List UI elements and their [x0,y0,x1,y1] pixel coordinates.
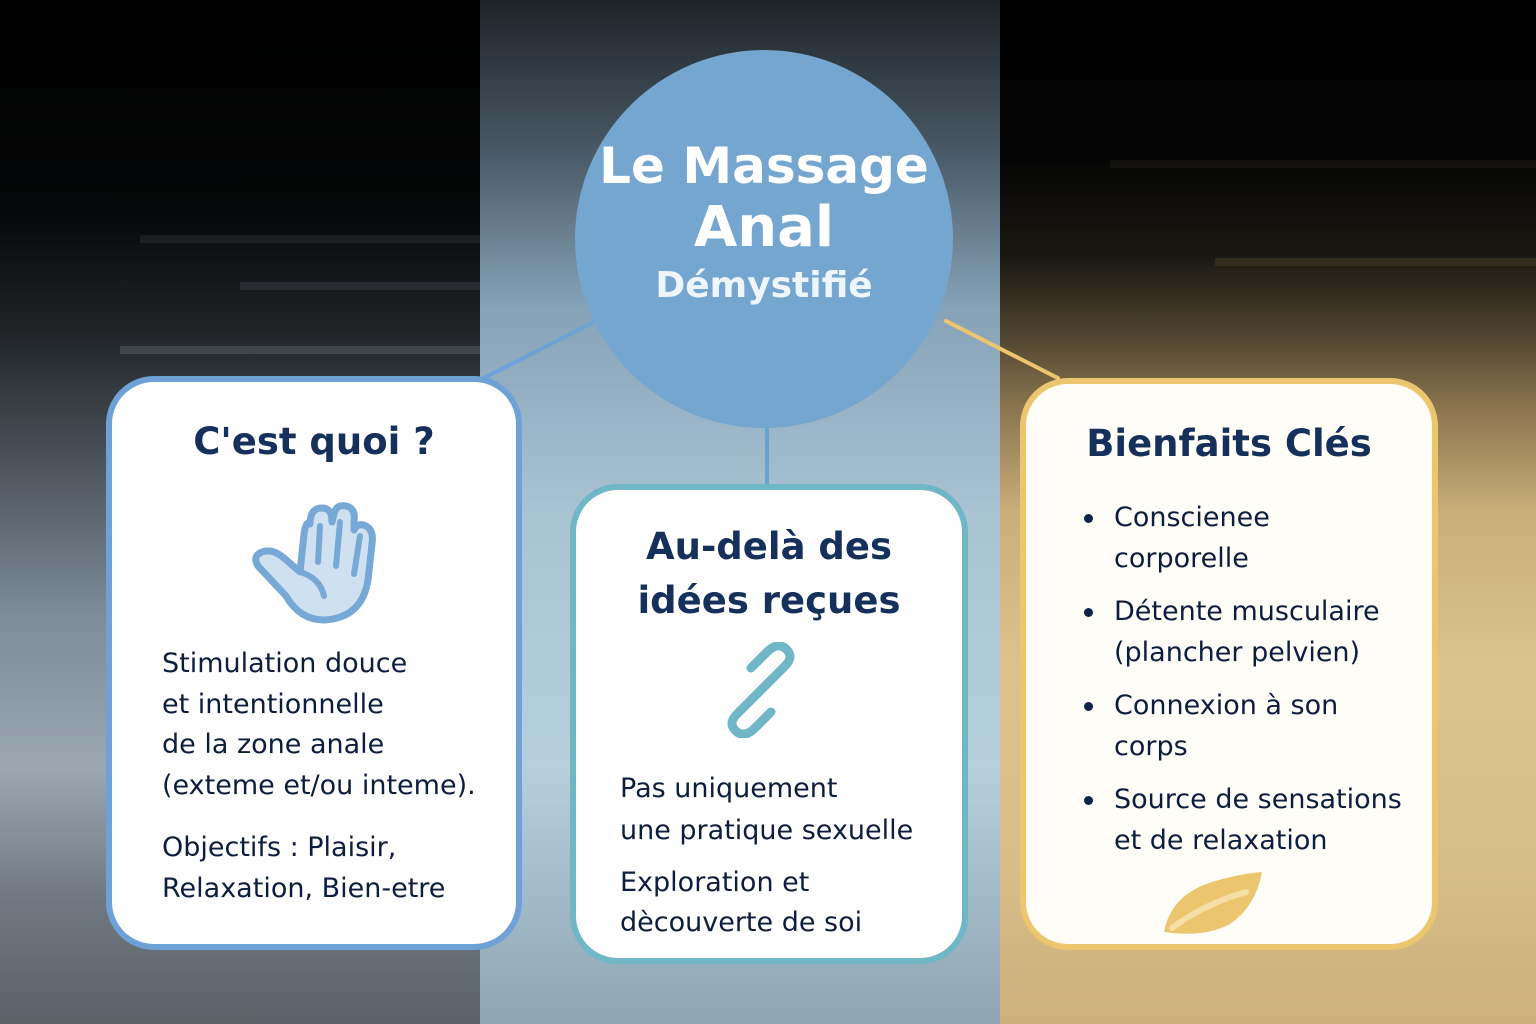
card-title: Bienfaits Clés [1086,422,1372,465]
card-key-benefits: Bienfaits Clés Conscienee corporelle Dét… [1020,378,1438,950]
bullet-icon [1084,702,1093,711]
card-description: Stimulation douce et intentionnelle de l… [162,648,476,801]
list-item: Source de sensations et de relaxation [1076,780,1402,861]
bullet-icon [1084,514,1093,523]
connector-line-center [765,427,769,489]
card-description: Pas uniquement une pratique sexuelle [620,773,914,846]
background-stripe [1110,160,1536,168]
hand-icon [252,502,376,624]
card-beyond-misconceptions: Au-delà des idées reçues Pas uniquement … [570,484,968,964]
list-item: Détente musculaire (plancher pelvien) [1076,592,1402,673]
title-line-1: Le Massage [599,137,929,195]
background-stripe [140,235,480,243]
bullet-icon [1084,796,1093,805]
background-stripe [120,346,480,354]
benefits-list: Conscienee corporelle Détente musculaire… [1076,498,1402,874]
title-circle: Le Massage Anal Démystifié [575,50,953,428]
list-item: Conscienee corporelle [1076,498,1402,579]
card-what-is-it: C'est quoi ? Stimulation douce et intent… [106,376,522,950]
list-item: Connexion à son corps [1076,686,1402,767]
title-subtitle: Démystifié [655,265,873,306]
leaf-icon [1164,872,1262,934]
background-stripe [1215,258,1536,266]
card-exploration: Exploration et dècouverte de soi [620,867,863,938]
link-icon [727,642,795,738]
card-title: C'est quoi ? [193,420,435,463]
card-title: Au-delà des idées reçues [637,525,901,622]
background-stripe [240,282,480,290]
card-objectives: Objectifs : Plaisir, Relaxation, Bien-et… [162,832,446,904]
title-line-2: Anal [693,195,835,260]
bullet-icon [1084,608,1093,617]
